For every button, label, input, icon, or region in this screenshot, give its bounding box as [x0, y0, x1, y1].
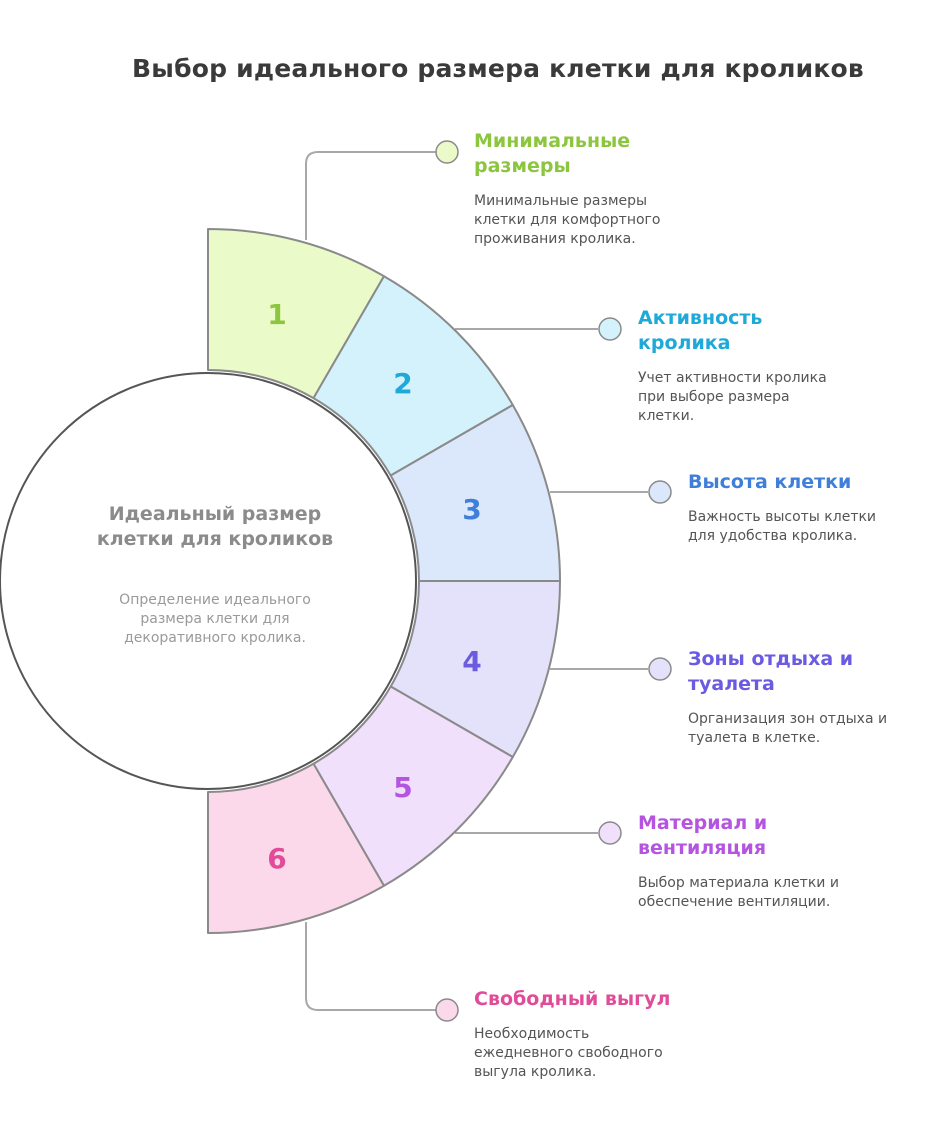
center-description: Определение идеального размера клетки дл…: [119, 592, 311, 646]
segment-number-5: 5: [393, 771, 412, 804]
item-4: Зоны отдыха и туалета Организация зон от…: [688, 647, 903, 748]
item-title-3: Высота клетки: [688, 471, 852, 493]
segment-number-1: 1: [267, 298, 286, 331]
item-title-6: Свободный выгул: [474, 988, 671, 1010]
connector-dot-4: [648, 657, 672, 681]
item-5: Материал и вентиляция Выбор материала кл…: [638, 811, 853, 912]
item-description-3: Важность высоты клетки для удобства крол…: [688, 509, 877, 544]
item-description-2: Учет активности кролика при выборе разме…: [638, 370, 827, 424]
connector-dot-2: [598, 317, 622, 341]
connector-dot-5: [598, 821, 622, 845]
segment-number-6: 6: [267, 842, 286, 875]
segment-number-3: 3: [462, 493, 481, 526]
segment-number-4: 4: [462, 645, 481, 678]
item-description-6: Необходимость ежедневного свободного выг…: [474, 1026, 663, 1080]
item-3: Высота клетки Важность высоты клетки для…: [688, 470, 903, 546]
connector-dot-6: [435, 998, 459, 1022]
item-title-4: Зоны отдыха и туалета: [688, 648, 854, 695]
item-title-1: Минимальные размеры: [474, 130, 631, 177]
item-title-5: Материал и вентиляция: [638, 812, 768, 859]
item-title-2: Активность кролика: [638, 307, 763, 354]
item-6: Свободный выгул Необходимость ежедневног…: [474, 987, 689, 1082]
connector-dot-1: [435, 140, 459, 164]
item-1: Минимальные размеры Минимальные размеры …: [474, 129, 689, 249]
center-circle: [0, 372, 417, 790]
center-title: Идеальный размер клетки для кроликов: [96, 503, 334, 550]
item-description-1: Минимальные размеры клетки для комфортно…: [474, 193, 661, 247]
connector-dot-3: [648, 480, 672, 504]
page-title: Выбор идеального размера клетки для крол…: [132, 54, 864, 83]
connector-line-1: [305, 151, 436, 240]
item-description-5: Выбор материала клетки и обеспечение вен…: [638, 875, 839, 910]
segment-6: [207, 762, 385, 934]
segment-number-2: 2: [393, 367, 412, 400]
item-2: Активность кролика Учет активности кроли…: [638, 306, 848, 426]
item-description-4: Организация зон отдыха и туалета в клетк…: [688, 711, 888, 746]
connector-line-6: [305, 922, 436, 1011]
